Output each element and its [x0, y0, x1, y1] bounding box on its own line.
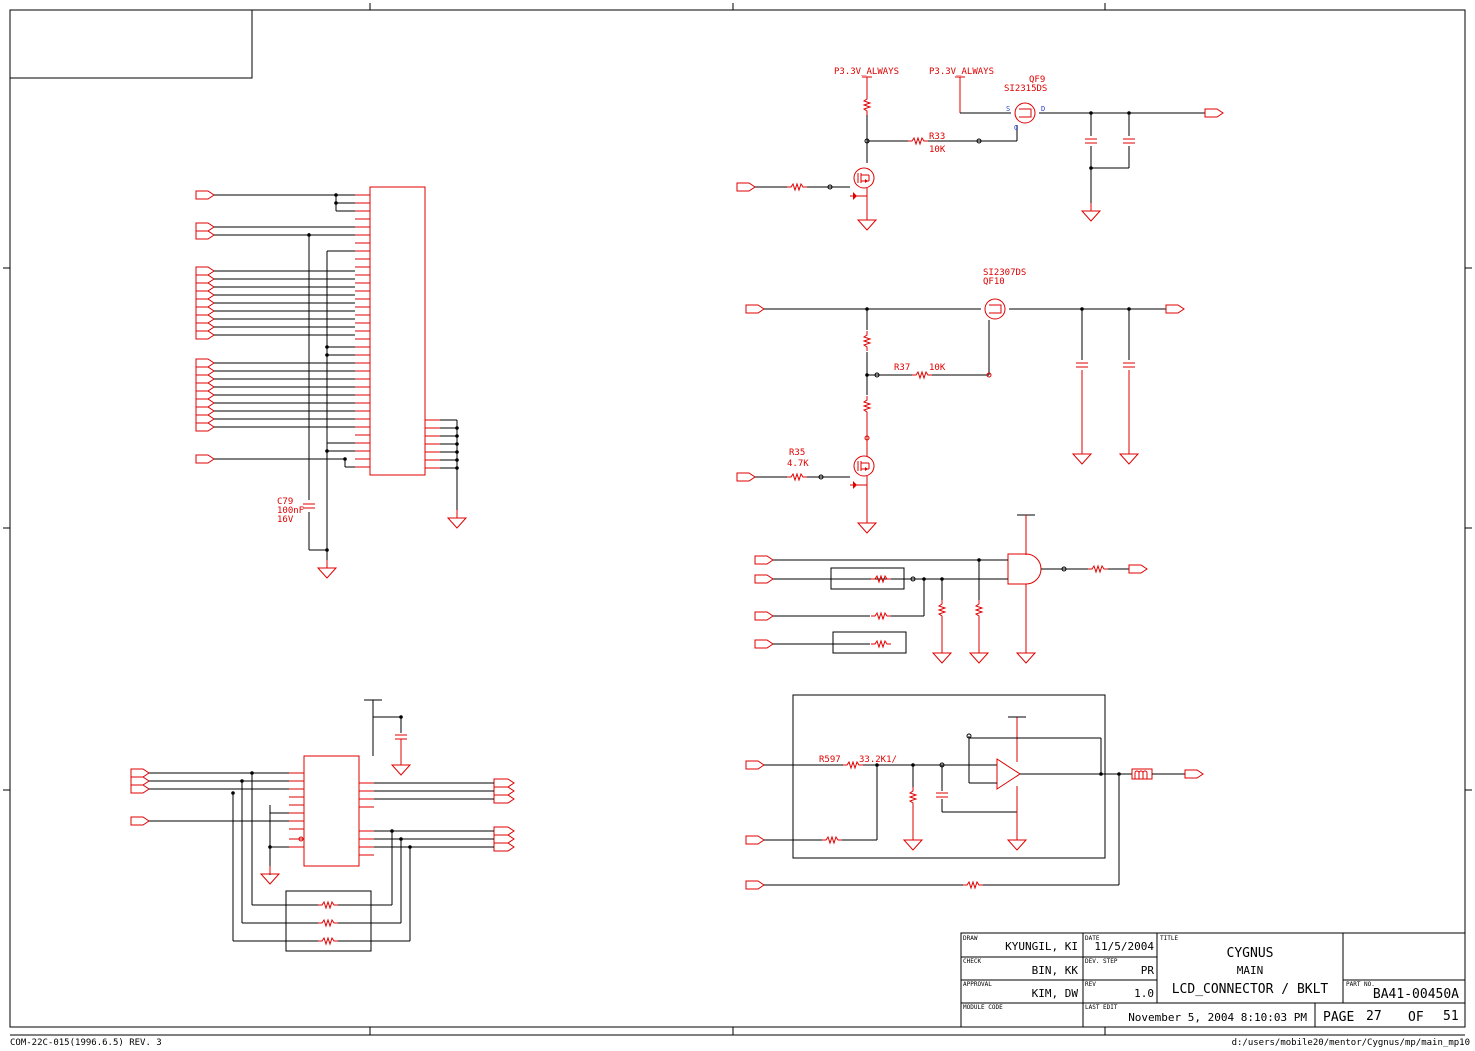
qf10-ref: QF10 — [983, 277, 1005, 287]
r37-value: 10K — [929, 363, 946, 373]
ground-symbol — [317, 559, 337, 579]
title-line-2: MAIN — [1237, 964, 1264, 977]
file-path: d:/users/mobile20/mentor/Cygnus/mp/main_… — [1232, 1038, 1470, 1047]
qf9-power-switch: P3.3V_ALWAYS R33 10K P3.3V_ALWAYS QF9 SI… — [736, 67, 1224, 231]
ground-symbol — [1072, 445, 1092, 465]
dev-step-label: DEV. STEP — [1085, 958, 1118, 965]
title-label: TITLE — [1160, 935, 1178, 942]
svg-text:D: D — [1041, 105, 1045, 113]
draw-value: KYUNGIL, KI — [1005, 940, 1078, 953]
ground-symbol — [1007, 831, 1027, 851]
r37-ref: R37 — [894, 363, 910, 373]
draw-label: DRAW — [963, 935, 978, 942]
qf10-part: SI2307DS — [983, 268, 1026, 278]
and-gate-block — [754, 514, 1148, 664]
svg-text:G: G — [1014, 124, 1018, 132]
r33-value: 10K — [929, 145, 946, 155]
approval-label: APPROVAL — [963, 981, 992, 988]
opamp — [996, 758, 1021, 790]
part-no-label: PART NO. — [1346, 981, 1375, 988]
r597-ref: R597 — [819, 755, 841, 765]
part-no-value: BA41-00450A — [1373, 987, 1459, 1002]
opamp-block: R597 33.2K1/ — [745, 694, 1204, 890]
buffer-ic-block — [130, 699, 515, 952]
ground-symbol — [932, 644, 952, 664]
and-gate — [1007, 553, 1042, 585]
sheet-border — [9, 9, 1466, 1028]
qf9-part: SI2315DS — [1004, 84, 1047, 94]
dev-step-value: PR — [1141, 964, 1155, 977]
last-edit-value: November 5, 2004 8:10:03 PM — [1128, 1011, 1307, 1024]
svg-text:S: S — [1006, 105, 1010, 113]
check-label: CHECK — [963, 958, 981, 965]
ground-symbol — [857, 211, 877, 231]
title-line-1: CYGNUS — [1227, 946, 1274, 961]
r35-value: 4.7K — [787, 459, 809, 469]
qf10-power-switch: SI2307DS QF10 R37 10K R35 4.7K — [736, 268, 1185, 534]
r33-ref: R33 — [929, 132, 945, 142]
ground-symbol — [447, 509, 467, 529]
module-code-label: MODULE CODE — [963, 1004, 1003, 1011]
c79-voltage: 16V — [277, 515, 294, 525]
ground-symbol — [857, 514, 877, 534]
ground-symbol — [903, 831, 923, 851]
c79-ref: C79 — [277, 497, 293, 507]
of-label: OF — [1408, 1010, 1424, 1025]
check-value: BIN, KK — [1032, 964, 1079, 977]
ground-symbol — [969, 644, 989, 664]
rev-label: REV — [1085, 981, 1096, 988]
last-edit-label: LAST EDIT — [1085, 1004, 1118, 1011]
r35-ref: R35 — [789, 448, 805, 458]
revision-box — [9, 9, 253, 79]
p33-always-label-2: P3.3V_ALWAYS — [929, 67, 994, 77]
form-code: COM-22C-015(1996.6.5) REV. 3 — [10, 1038, 162, 1047]
qf9-ref: QF9 — [1029, 75, 1045, 85]
ground-symbol — [391, 756, 411, 776]
total-pages-value: 51 — [1443, 1009, 1459, 1024]
date-label: DATE — [1085, 935, 1100, 942]
r597-value: 33.2K1/ — [859, 755, 897, 765]
ground-symbol — [1081, 202, 1101, 222]
title-line-3: LCD_CONNECTOR / BKLT — [1172, 982, 1329, 997]
lcd-connector-block: C79 100nF 16V — [195, 186, 467, 579]
approval-value: KIM, DW — [1032, 987, 1079, 1000]
ground-symbol — [1119, 445, 1139, 465]
c79-value: 100nF — [277, 506, 304, 516]
ground-symbol — [1016, 644, 1036, 664]
date-value: 11/5/2004 — [1094, 940, 1154, 953]
p33-always-label-1: P3.3V_ALWAYS — [834, 67, 899, 77]
title-block: DRAW KYUNGIL, KI DATE 11/5/2004 TITLE CH… — [960, 932, 1466, 1028]
rev-value: 1.0 — [1134, 987, 1154, 1000]
lcd-connector — [369, 186, 426, 476]
page-value: 27 — [1366, 1009, 1382, 1024]
buffer-ic — [303, 755, 360, 867]
page-label: PAGE — [1323, 1010, 1354, 1025]
